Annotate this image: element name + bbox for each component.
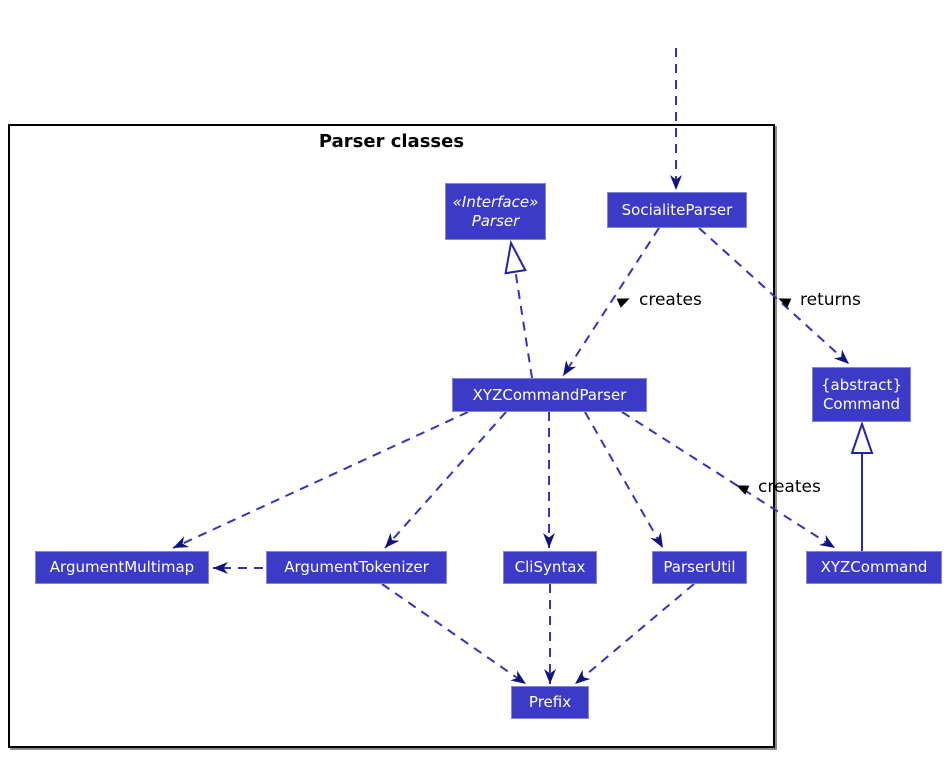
class-box-socialiteparser: SocialiteParser (607, 192, 747, 228)
edge-xyzcommandparser-to-argumentmultimap (172, 411, 469, 549)
class-box-parserutil: ParserUtil (652, 551, 747, 584)
returns-label-text: returns (800, 290, 861, 310)
xyzcommandparser-name: XYZCommandParser (472, 385, 627, 404)
prefix-name: Prefix (528, 693, 572, 712)
class-box-parser-interface: «Interface» Parser (445, 183, 546, 240)
parser-interface-name: Parser (471, 211, 520, 230)
command-stereotype: {abstract} (821, 375, 902, 394)
creates-direction-triangle-icon (616, 297, 630, 308)
edge-xyzcommandparser-implements-parser (504, 239, 533, 379)
socialiteparser-name: SocialiteParser (621, 200, 733, 219)
argumentmultimap-name: ArgumentMultimap (49, 558, 195, 577)
class-box-argumenttokenizer: ArgumentTokenizer (266, 551, 447, 584)
edge-xyzcommandparser-creates-xyzcommand (621, 411, 836, 549)
label-creates-xyzcommand: creates (735, 477, 821, 497)
argumenttokenizer-name: ArgumentTokenizer (284, 558, 429, 577)
class-box-command: {abstract} Command (812, 367, 911, 422)
parser-interface-stereotype: «Interface» (452, 192, 539, 211)
returns-direction-triangle-icon (778, 297, 792, 308)
creates-label-text: creates (639, 290, 702, 310)
creates2-label-text: creates (758, 477, 821, 497)
parserutil-name: ParserUtil (663, 558, 736, 577)
frame-title: Parser classes (318, 131, 465, 152)
class-box-argumentmultimap: ArgumentMultimap (35, 551, 209, 584)
edge-socialiteparser-returns-command (698, 227, 850, 365)
edge-socialiteparser-creates-xyzcommandparser (562, 227, 660, 377)
class-box-xyzcommandparser: XYZCommandParser (452, 378, 647, 412)
clisyntax-name: CliSyntax (514, 558, 586, 577)
edge-xyzcommandparser-to-parserutil (584, 411, 664, 549)
edge-parserutil-to-prefix (574, 583, 695, 685)
parser-classes-frame: Parser classes (8, 124, 775, 748)
label-creates-socialiteparser: creates (616, 290, 702, 310)
xyzcommand-name: XYZCommand (820, 558, 928, 577)
creates2-direction-triangle-icon (736, 484, 750, 495)
class-box-clisyntax: CliSyntax (503, 551, 597, 584)
edge-argumenttokenizer-to-prefix (381, 583, 527, 685)
edge-xyzcommandparser-to-argumenttokenizer (384, 411, 507, 549)
class-box-xyzcommand: XYZCommand (806, 551, 942, 584)
class-box-prefix: Prefix (511, 686, 589, 719)
label-returns-socialiteparser: returns (777, 290, 861, 310)
command-name: Command (822, 394, 901, 413)
